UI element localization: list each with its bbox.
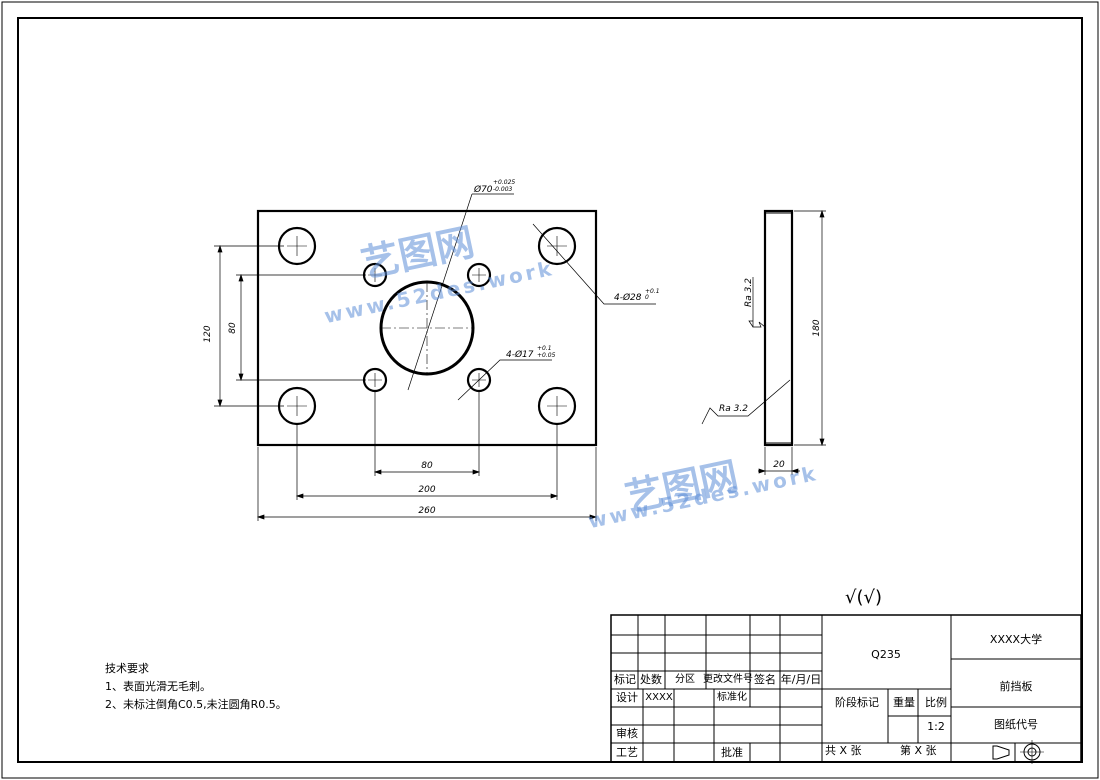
notes-line-1: 1、表面光滑无毛刺。 xyxy=(105,680,211,693)
school-name: XXXX大学 xyxy=(989,633,1043,646)
row-label-review: 审核 xyxy=(616,727,638,740)
front-dimensions xyxy=(214,193,656,521)
row-label-count: 处数 xyxy=(640,673,662,686)
total-sheets: 共 X 张 xyxy=(825,744,862,757)
general-roughness-symbol: √(√) xyxy=(845,587,882,608)
scale-value: 1:2 xyxy=(927,720,945,733)
weight-label: 重量 xyxy=(893,696,915,709)
dim-80v-text: 80 xyxy=(228,322,238,334)
row-label-standardize: 标准化 xyxy=(717,692,747,703)
dim-large-holes-text: 4-Ø28 xyxy=(614,292,642,303)
dim-bore-tol-up: +0.025 xyxy=(493,179,515,186)
part-name: 前挡板 xyxy=(999,680,1033,693)
front-view xyxy=(256,209,598,447)
notes-title: 技术要求 xyxy=(105,662,149,675)
inner-frame xyxy=(17,17,1083,763)
scale-label: 比例 xyxy=(925,696,947,709)
row-label-approve: 批准 xyxy=(721,746,743,759)
technical-requirements: 技术要求 1、表面光滑无毛刺。 2、未标注倒角C0.5,未注圆角R0.5。 xyxy=(105,660,287,714)
row-label-sign: 签名 xyxy=(754,673,776,686)
row-label-zone: 分区 xyxy=(675,674,695,685)
ra-label-diagonal: Ra 3.2 xyxy=(719,404,748,414)
side-outline xyxy=(763,209,794,447)
dim-180-text: 180 xyxy=(812,319,822,336)
dim-200-text: 200 xyxy=(418,485,435,495)
dim-large-holes-tol2: 0 xyxy=(645,294,649,301)
dim-20-text: 20 xyxy=(773,460,785,470)
material-label: Q235 xyxy=(871,648,901,661)
title-block-grid xyxy=(610,614,1082,764)
row-label-mark: 标记 xyxy=(614,673,636,686)
dim-bore-text: Ø70 xyxy=(473,184,493,195)
ra-label-vertical: Ra 3.2 xyxy=(744,278,754,307)
dim-120-text: 120 xyxy=(203,325,213,342)
row-label-date: 年/月/日 xyxy=(780,673,822,686)
dim-bore-tol-low: -0.003 xyxy=(493,186,513,193)
dim-260-text: 260 xyxy=(418,506,435,516)
dim-large-holes-tol: +0.1 xyxy=(645,288,660,295)
notes-line-2: 2、未标注倒角C0.5,未注圆角R0.5。 xyxy=(105,698,287,711)
row-label-change-doc: 更改文件号 xyxy=(703,674,753,685)
stage-mark-label: 阶段标记 xyxy=(835,696,879,709)
dim-small-holes-text: 4-Ø17 xyxy=(506,349,534,360)
hole-large-tr xyxy=(537,226,577,266)
drawing-number-label: 图纸代号 xyxy=(994,718,1038,731)
plate-outline xyxy=(256,209,598,447)
row-label-process: 工艺 xyxy=(616,746,638,759)
side-view xyxy=(701,209,826,475)
dim-small-holes-tol-up: +0.1 xyxy=(537,345,552,352)
designer-name: XXXX xyxy=(645,692,673,703)
dim-small-holes-tol-low: +0.05 xyxy=(537,352,556,359)
dim-80h-text: 80 xyxy=(421,461,433,471)
sheet-number: 第 X 张 xyxy=(900,744,937,757)
hole-small-tr xyxy=(466,262,492,288)
row-label-design: 设计 xyxy=(616,691,638,704)
